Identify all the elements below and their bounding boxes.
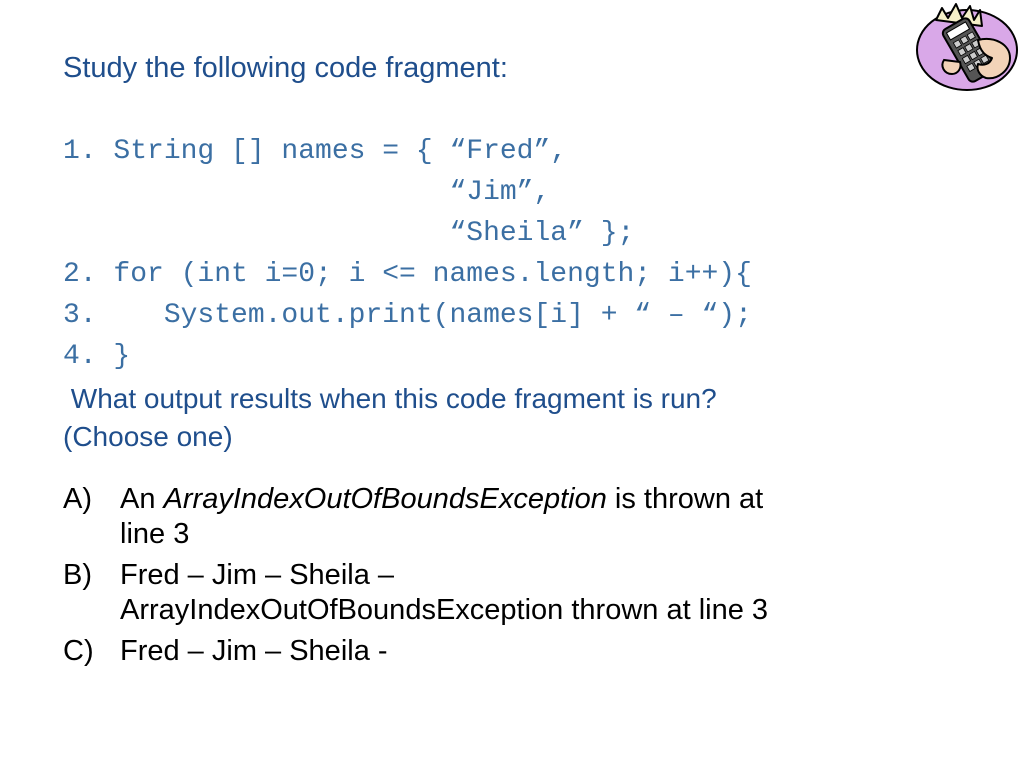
answer-options: A) An ArrayIndexOutOfBoundsException is … [63, 482, 963, 675]
option-text-line: Fred – Jim – Sheila - [120, 635, 388, 667]
code-fragment: 1. String [] names = { “Fred”, “Jim”, “S… [63, 131, 752, 377]
option-text-prefix: An [120, 483, 164, 515]
option-text-line: ArrayIndexOutOfBoundsException thrown at… [120, 594, 769, 626]
code-line: 1. String [] names = { “Fred”, [63, 136, 568, 167]
slide-title: Study the following code fragment: [63, 52, 508, 84]
code-line: 2. for (int i=0; i <= names.length; i++)… [63, 259, 752, 290]
question-line: (Choose one) [63, 421, 233, 452]
code-line: “Sheila” }; [63, 218, 635, 249]
question-line: What output results when this code fragm… [63, 383, 717, 414]
option-c[interactable]: C) Fred – Jim – Sheila - [63, 634, 963, 669]
option-a[interactable]: A) An ArrayIndexOutOfBoundsException is … [63, 482, 963, 552]
hand-holding-remote-icon [916, 3, 1018, 91]
code-line: 4. } [63, 341, 131, 372]
option-letter: A) [63, 483, 92, 515]
option-text: Fred – Jim – Sheila – ArrayIndexOutOfBou… [120, 558, 963, 628]
question-text: What output results when this code fragm… [63, 380, 963, 456]
code-line: 3. System.out.print(names[i] + “ – “); [63, 300, 752, 331]
option-text-suffix: is thrown at [606, 483, 764, 515]
option-text: An ArrayIndexOutOfBoundsException is thr… [120, 482, 963, 552]
option-text-line: Fred – Jim – Sheila – [120, 559, 395, 591]
option-letter: B) [63, 559, 92, 591]
option-letter: C) [63, 635, 94, 667]
option-text: Fred – Jim – Sheila - [120, 634, 963, 669]
option-text-line: line 3 [120, 518, 190, 550]
option-b[interactable]: B) Fred – Jim – Sheila – ArrayIndexOutOf… [63, 558, 963, 628]
option-text-emphasis: ArrayIndexOutOfBoundsException [163, 483, 607, 515]
code-line: “Jim”, [63, 177, 551, 208]
